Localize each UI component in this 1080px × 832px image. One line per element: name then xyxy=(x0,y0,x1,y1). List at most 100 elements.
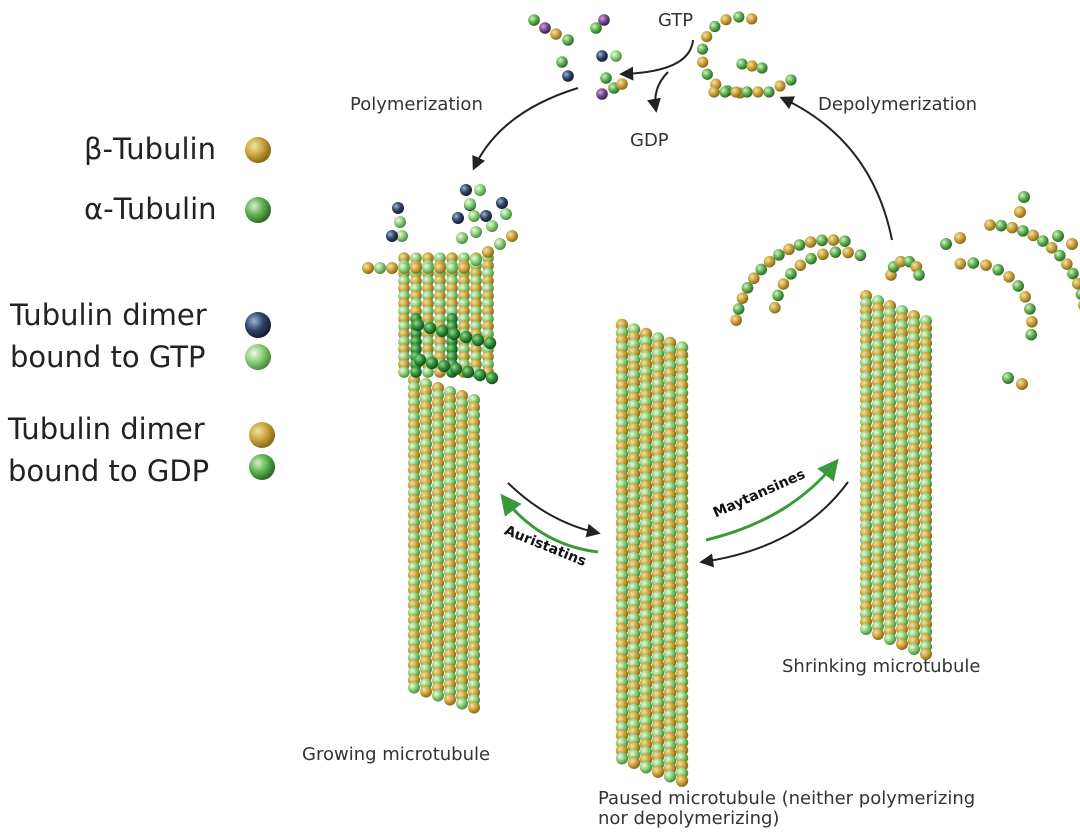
tubulin-bead xyxy=(860,623,872,635)
tubulin-bead xyxy=(701,31,713,43)
tubulin-bead xyxy=(746,60,758,72)
tubulin-bead xyxy=(456,697,468,710)
gdp-label: GDP xyxy=(630,130,669,151)
tubulin-bead xyxy=(398,262,410,274)
tubulin-bead xyxy=(675,774,689,787)
tubulin-bead xyxy=(496,197,508,209)
tubulin-bead xyxy=(756,62,768,74)
tubulin-bead xyxy=(785,74,797,86)
tubulin-bead xyxy=(468,701,480,714)
tubulin-bead xyxy=(596,50,608,62)
tubulin-bead xyxy=(736,292,749,304)
gtp-label: GTP xyxy=(658,10,694,31)
tubulin-bead xyxy=(610,50,622,62)
tubulin-bead xyxy=(1036,235,1049,247)
tubulin-bead xyxy=(709,20,721,33)
tubulin-bead xyxy=(460,184,472,196)
tubulin-bead xyxy=(1066,238,1078,250)
gtp-exchange-arrow xyxy=(619,39,694,81)
tubulin-bead xyxy=(444,693,456,706)
tubulin-bead xyxy=(425,356,439,370)
tubulin-bead xyxy=(663,770,677,783)
paused-microtubule-label-line2: nor depolymerizing) xyxy=(598,808,780,829)
legend-gdp-line1: Tubulin dimer xyxy=(8,412,205,446)
tubulin-bead xyxy=(362,262,374,274)
tubulin-bead xyxy=(408,681,420,694)
tubulin-bead xyxy=(785,268,797,280)
tubulin-bead xyxy=(494,238,506,250)
tubulin-bead xyxy=(411,318,425,332)
paused-microtubule-label-line1: Paused microtubule (neither polymerizing xyxy=(598,788,976,809)
tubulin-bead xyxy=(435,324,449,338)
tubulin-bead xyxy=(884,633,896,645)
tubulin-bead xyxy=(827,234,840,246)
tubulin-bead xyxy=(1014,206,1026,218)
tubulin-bead xyxy=(774,80,786,92)
tubulin-bead xyxy=(1061,258,1073,270)
tubulin-bead xyxy=(995,219,1007,232)
tubulin-bead xyxy=(1052,230,1064,242)
tubulin-bead xyxy=(386,262,398,274)
tubulin-bead xyxy=(651,765,665,778)
beta-tubulin-swatch xyxy=(245,137,271,163)
tubulin-bead xyxy=(1002,372,1014,384)
tubulin-bead xyxy=(1017,225,1029,237)
tubulin-bead xyxy=(894,255,907,268)
auristatins-arrow xyxy=(500,493,599,554)
tubulin-bead xyxy=(616,78,628,90)
tubulin-bead xyxy=(461,365,475,379)
tubulin-bead xyxy=(480,210,492,222)
shrinking-microtubule-label: Shrinking microtubule xyxy=(782,656,981,677)
tubulin-bead xyxy=(773,249,785,261)
tubulin-bead xyxy=(763,255,776,268)
tubulin-bead xyxy=(600,72,612,84)
tubulin-bead xyxy=(829,246,842,258)
tubulin-bead xyxy=(394,216,406,228)
tubulin-bead xyxy=(446,262,458,274)
tubulin-bead xyxy=(720,14,732,26)
tubulin-bead xyxy=(1024,303,1036,315)
cycle-arrows xyxy=(472,39,893,568)
tubulin-bead xyxy=(1053,249,1066,262)
tubulin-beads xyxy=(245,11,1080,787)
gdp-dimer-beta-swatch xyxy=(249,422,275,448)
tubulin-bead xyxy=(763,86,775,98)
tubulin-bead xyxy=(386,230,398,242)
tubulin-bead xyxy=(482,246,494,258)
tubulin-bead xyxy=(470,254,482,266)
tubulin-bead xyxy=(1003,271,1015,283)
tubulin-bead xyxy=(398,366,410,378)
legend-gtp-line1: Tubulin dimer xyxy=(10,298,207,332)
tubulin-bead xyxy=(708,86,720,98)
tubulin-bead xyxy=(783,243,795,256)
shrinking-to-paused-arrow xyxy=(699,481,849,568)
tubulin-bead xyxy=(410,366,422,378)
tubulin-bead xyxy=(1018,191,1030,203)
tubulin-bead xyxy=(730,314,742,326)
tubulin-bead xyxy=(468,210,480,222)
tubulin-bead xyxy=(1027,229,1039,242)
tubulin-bead xyxy=(449,362,463,376)
tubulin-bead xyxy=(420,685,432,698)
tubulin-bead xyxy=(854,249,867,262)
tubulin-bead xyxy=(842,246,854,259)
tubulin-bead xyxy=(1067,267,1079,280)
tubulin-bead xyxy=(794,259,807,272)
legend-gtp-line2: bound to GTP xyxy=(10,340,206,374)
tubulin-bead xyxy=(459,330,473,344)
tubulin-bead xyxy=(816,234,828,247)
tubulin-bead xyxy=(396,230,408,242)
depolymerization-label: Depolymerization xyxy=(818,94,977,115)
tubulin-bead xyxy=(804,236,817,248)
tubulin-bead xyxy=(696,43,709,55)
depolymerization-arrow xyxy=(779,96,893,241)
tubulin-bead xyxy=(777,278,790,290)
tubulin-bead xyxy=(374,262,386,274)
tubulin-bead xyxy=(736,58,748,70)
tubulin-bead xyxy=(432,689,444,702)
tubulin-bead xyxy=(733,11,745,23)
tubulin-bead xyxy=(1075,288,1080,300)
tubulin-bead xyxy=(984,219,996,231)
legend-gdp-line2: bound to GDP xyxy=(8,454,210,488)
tubulin-bead xyxy=(701,68,713,80)
